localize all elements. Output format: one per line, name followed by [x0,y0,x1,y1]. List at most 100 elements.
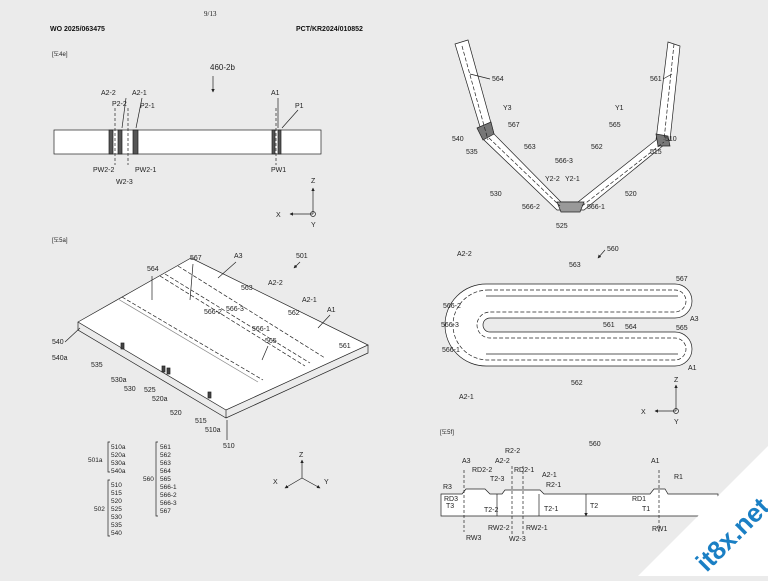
publication-number: WO 2025/063475 [50,26,105,33]
reference-label: 564 [147,266,159,273]
reference-label: 565 [676,325,688,332]
reference-label: PW2-2 [93,167,115,174]
reference-label: T1 [642,506,650,513]
reference-label: RD2-1 [514,467,534,474]
fig4e-caption: [도4e] [52,51,68,58]
reference-label: 520 [625,191,637,198]
reference-label: 540 [111,530,122,537]
fig5a-axes: Z X Y [273,452,329,489]
reference-label: 502 [94,506,105,513]
conductor-pattern [444,283,693,367]
reference-label: P2-1 [140,103,155,110]
reference-label: P1 [295,103,304,110]
reference-label: 520a [152,396,168,403]
reference-label: 567 [160,508,171,515]
reference-label: 566-2 [160,492,177,499]
fig5a-panel [77,257,369,419]
reference-label: A2-1 [302,297,317,304]
reference-label: RD3 [444,496,458,503]
reference-label: 563 [160,460,171,467]
reference-label: 564 [492,76,504,83]
reference-label: PW1 [271,167,286,174]
reference-label: 530 [111,514,122,521]
fig5f-caption: [도5f] [440,429,454,436]
reference-label: 563 [241,285,253,292]
reference-label: 561 [603,322,615,329]
watermark: it8x.net [628,436,768,577]
reference-label: A1 [651,458,660,465]
reference-label: A2-2 [268,280,283,287]
reference-label: 501a [88,457,103,464]
reference-label: Y [324,479,329,486]
reference-label: 565 [609,122,621,129]
reference-label: W2-3 [116,179,133,186]
reference-label: RD1 [632,496,646,503]
reference-label: 520a [111,452,126,459]
reference-label: T2-3 [490,476,505,483]
reference-label: A3 [690,316,699,323]
reference-label: 535 [466,149,478,156]
reference-label: A3 [462,458,471,465]
reference-label: 565 [160,476,171,483]
reference-label: RW3 [466,535,482,542]
reference-label: 530 [124,386,136,393]
reference-label: Y1 [615,105,624,112]
reference-label: 515 [195,418,207,425]
reference-label: 540a [111,468,126,475]
reference-label: Y2-1 [565,176,580,183]
reference-label: 510 [111,482,122,489]
reference-label: T2-1 [544,506,559,513]
reference-label: A3 [234,253,243,260]
reference-label: A2-2 [495,458,510,465]
reference-label: 567 [190,255,202,262]
fig4e-strip [53,129,322,155]
reference-label: 525 [556,223,568,230]
reference-label: 566-2 [204,309,222,316]
reference-label: 566-2 [443,303,461,310]
reference-label: 510 [665,136,677,143]
reference-label: A2-2 [457,251,472,258]
reference-label: 566-1 [252,326,270,333]
reference-label: 566-3 [555,158,573,165]
reference-label: T3 [446,503,454,510]
reference-label: Y2-2 [545,176,560,183]
reference-label: X [641,409,646,416]
reference-label: 566-1 [160,484,177,491]
page-number: 9/13 [204,10,217,18]
reference-label: 520 [170,410,182,417]
reference-label: 515 [111,490,122,497]
reference-label: 561 [650,76,662,83]
reference-label: RW1 [652,526,668,533]
reference-label: T2 [590,503,598,510]
reference-label: 530 [490,191,502,198]
reference-label: 566-2 [522,204,540,211]
reference-label: 530a [111,460,126,467]
reference-label: 561 [339,343,351,350]
reference-label: RW2-1 [526,525,548,532]
reference-label: 560 [143,476,154,483]
reference-label: 540a [52,355,68,362]
reference-label: A2-1 [459,394,474,401]
reference-label: 566-3 [441,322,459,329]
reference-label: Y3 [503,105,512,112]
application-number: PCT/KR2024/010852 [296,26,363,33]
reference-label: 563 [524,144,536,151]
reference-label: 535 [91,362,103,369]
reference-label: 562 [571,380,583,387]
reference-label: Z [311,178,316,185]
reference-label: Y [674,419,679,426]
reference-label: 567 [508,122,520,129]
reference-label: A2-2 [101,90,116,97]
reference-label: R3 [443,484,452,491]
reference-label: 563 [569,262,581,269]
reference-label: PW2-1 [135,167,157,174]
reference-label: 566-3 [226,306,244,313]
reference-label: 510a [111,444,126,451]
reference-label: 561 [160,444,171,451]
reference-label: A1 [327,307,336,314]
reference-label: Z [674,377,679,384]
fig5a-legend: 501a 510a 520a 530a 540a 502 510 515 520… [88,441,177,537]
reference-label: 525 [111,506,122,513]
fig5a-ref: 501 [296,253,308,260]
